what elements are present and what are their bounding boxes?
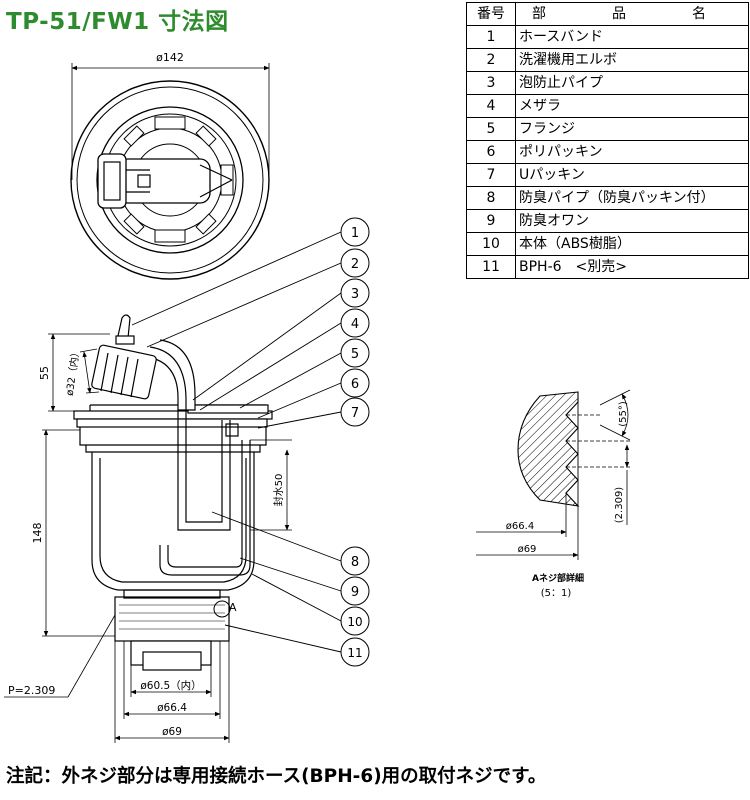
callout-11: 11	[347, 646, 362, 660]
detail-66-4: ø66.4	[506, 521, 534, 532]
detail-69: ø69	[518, 544, 537, 555]
callout-bubbles	[340, 217, 370, 667]
callout-2: 2	[351, 257, 359, 272]
part-name: 防臭パイプ（防臭パッキン付）	[515, 186, 749, 210]
part-number: 1	[466, 25, 516, 49]
callout-6: 6	[351, 377, 359, 392]
callout-8: 8	[351, 555, 359, 570]
part-name: ポリパッキン	[515, 140, 749, 164]
callout-1: 1	[351, 226, 359, 241]
thread-detail	[476, 389, 631, 560]
part-number: 9	[466, 209, 516, 233]
section-view	[73, 314, 273, 671]
detail-angle: (55°)	[618, 401, 629, 427]
detail-caption: Aネジ部詳細	[532, 572, 584, 584]
part-name: 泡防止パイプ	[515, 71, 749, 95]
dim-height-148: 148	[31, 523, 44, 544]
detail-scale: (5：1)	[541, 588, 572, 599]
top-view	[70, 63, 270, 280]
dim-sealwater-50: 封水50	[272, 474, 285, 507]
detail-pitch: (2.309)	[614, 487, 625, 524]
dim-69: ø69	[162, 726, 182, 738]
dim-pipe-32: ø32（内）	[63, 346, 83, 396]
marker-a: A	[229, 601, 237, 614]
dim-pitch: P=2.309	[8, 684, 55, 697]
part-name: 防臭オワン	[515, 209, 749, 233]
callout-leaders	[131, 231, 342, 653]
part-number: 6	[466, 140, 516, 164]
dim-60-5: ø60.5（内）	[140, 679, 201, 692]
header-part-name: 部 品 名	[515, 2, 749, 26]
part-name: 本体（ABS樹脂）	[515, 232, 749, 256]
callout-9: 9	[351, 585, 359, 600]
part-name: BPH-6 <別売>	[515, 255, 749, 279]
part-name: ホースバンド	[515, 25, 749, 49]
part-name: Uパッキン	[515, 163, 749, 187]
callout-7: 7	[351, 406, 359, 421]
part-name: 洗濯機用エルボ	[515, 48, 749, 72]
parts-table-header: 番号 部 品 名	[466, 2, 749, 26]
callout-5: 5	[351, 347, 359, 362]
callout-3: 3	[351, 287, 359, 302]
callout-4: 4	[351, 317, 359, 332]
part-name: メザラ	[515, 94, 749, 118]
section-dimensions	[4, 333, 292, 743]
header-number: 番号	[466, 2, 516, 26]
dim-height-55: 55	[38, 366, 51, 380]
drawing-title: TP-51/FW1 寸法図	[6, 9, 229, 35]
dim-top-diameter: ø142	[156, 51, 184, 64]
part-number: 7	[466, 163, 516, 187]
dim-66-4: ø66.4	[157, 702, 187, 714]
footnote: 注記：外ネジ部分は専用接続ホース(BPH-6)用の取付ネジです。	[6, 766, 547, 787]
callout-10: 10	[347, 615, 362, 629]
part-number: 3	[466, 71, 516, 95]
